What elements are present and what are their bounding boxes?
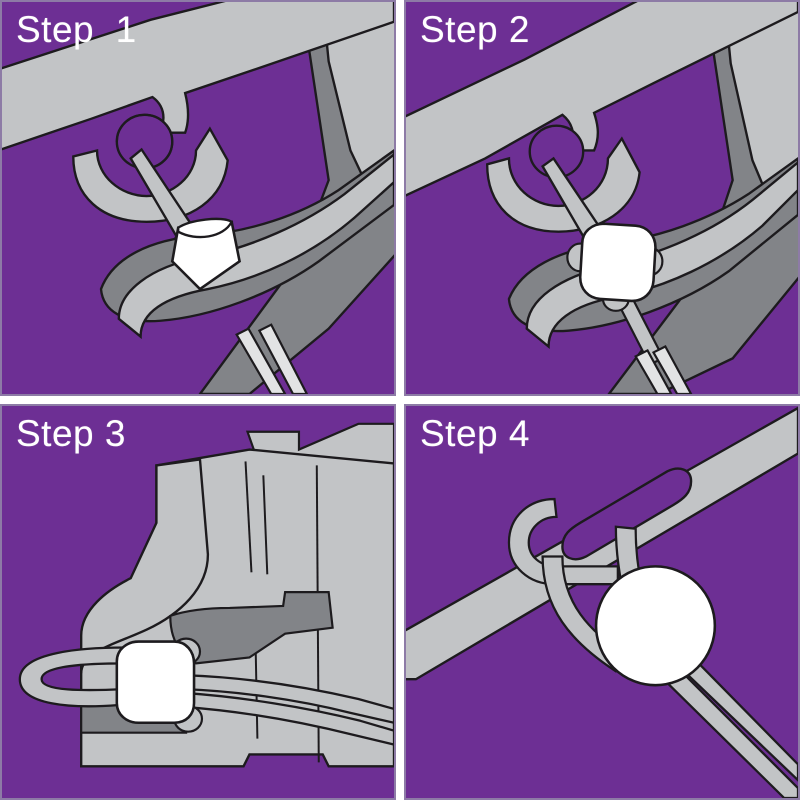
strap-slot xyxy=(561,467,693,561)
strap-with-eyelet xyxy=(2,2,394,151)
step-2-illustration xyxy=(406,2,798,394)
panel-step-4[interactable]: Step 4 xyxy=(404,404,800,800)
tool-contour-line-2 xyxy=(262,475,269,575)
strap-eyelet-collar xyxy=(72,126,229,223)
eyelet-rim xyxy=(115,113,174,170)
crimp-bead-round xyxy=(594,565,717,687)
tool-contour-line-1 xyxy=(244,461,253,573)
cable-strand-b xyxy=(257,323,309,394)
cable-strand-a xyxy=(634,349,673,394)
crimp-bead xyxy=(578,222,657,303)
panel-step-1[interactable]: Step 1 xyxy=(0,0,396,396)
cable-strand-b xyxy=(651,345,693,394)
cable-tail-lower xyxy=(182,691,394,746)
step-4-illustration xyxy=(406,406,798,798)
step-1-illustration xyxy=(2,2,394,394)
panel-step-3[interactable]: Step 3 xyxy=(0,404,396,800)
step-3-illustration xyxy=(2,406,394,798)
strap-with-eyelet xyxy=(406,2,798,197)
ferrule-top-opening xyxy=(177,217,234,239)
tube-lower-light-edge xyxy=(117,152,394,340)
cable-strand-a xyxy=(235,327,287,394)
panel-step-2[interactable]: Step 2 xyxy=(404,0,800,396)
crimp-bead xyxy=(115,640,196,725)
strap-eyelet-collar xyxy=(485,136,641,233)
cable-tail-upper xyxy=(182,674,394,724)
